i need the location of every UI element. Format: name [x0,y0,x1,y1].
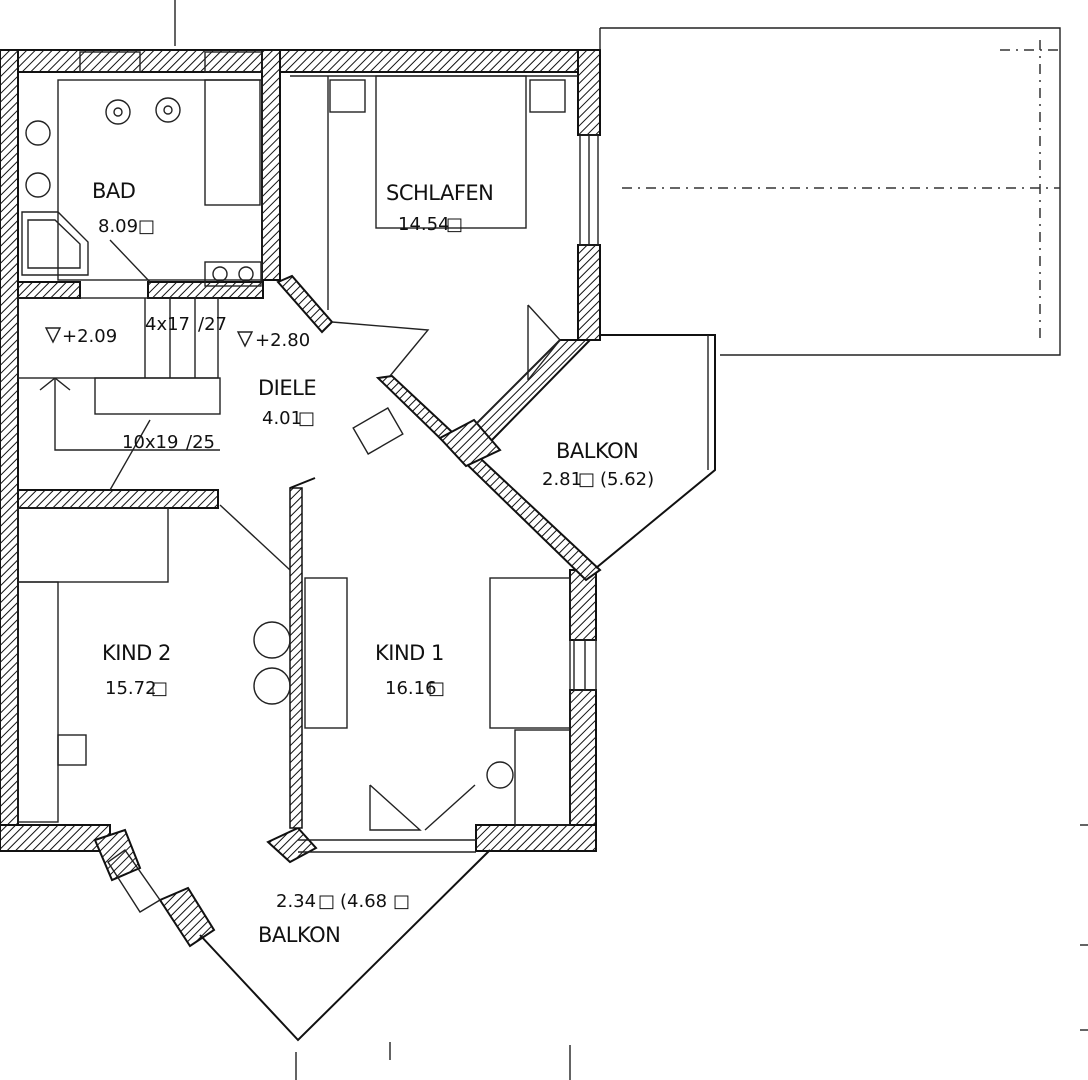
area-unit: □ [393,891,410,912]
room-name: KIND 1 [375,641,444,665]
room-name: DIELE [258,376,316,400]
stair-label-upper: 4x17 /27 [145,314,227,335]
room-area: 4.01 [262,408,302,429]
bedroom-furniture [290,75,578,381]
room-area: 15.72 [105,678,157,699]
roof-outline [174,0,1061,356]
room-label-kind2: KIND 2 15.72 □ [102,641,171,699]
room-area: 2.81 [542,469,582,490]
room-name: BAD [92,179,135,203]
room-area-full: (5.62) [600,469,654,490]
bottom-marks [295,824,1088,1080]
room-label-balkon-upper: BALKON 2.81 □ (5.62) [542,439,654,490]
balcony-upper [469,334,716,569]
room-name: KIND 2 [102,641,171,665]
stair-tail: /27 [198,314,227,335]
area-unit: □ [138,216,155,237]
stairs [17,297,291,571]
stair-count: 10x19 [122,432,178,453]
windows [107,134,599,913]
room-name: BALKON [258,923,340,947]
exterior-walls [0,49,602,948]
room-label-bad: BAD 8.09 □ [92,179,155,237]
room-label-kind1: KIND 1 16.16 □ [375,641,445,699]
room-name: BALKON [556,439,638,463]
room-label-diele: DIELE 4.01 □ [258,376,317,429]
level-value: +2.80 [255,330,310,351]
level-triangle-icon [44,327,62,344]
stair-tail: /25 [186,432,215,453]
level-value: +2.09 [62,326,117,347]
level-marker-right: +2.80 [236,330,310,351]
balcony-lower [199,839,491,1042]
partitions [79,51,316,829]
room-area-full: (4.68 [340,891,387,912]
kind2-furniture [17,507,291,823]
area-unit: □ [446,214,463,235]
room-name: SCHLAFEN [386,181,493,205]
area-unit: □ [578,469,595,490]
room-area: 16.16 [385,678,437,699]
stair-count: 4x17 [145,314,190,335]
area-unit: □ [318,891,335,912]
area-unit: □ [151,678,168,699]
area-unit: □ [428,678,445,699]
room-label-schlafen: SCHLAFEN 14.54 □ [386,181,494,235]
bath-fixtures [21,79,263,287]
level-triangle-icon [236,331,254,348]
room-area: 2.34 [276,891,316,912]
level-marker-left: +2.09 [44,326,117,347]
room-label-balkon-lower: 2.34 □ (4.68 □ BALKON [258,891,410,947]
stair-label-lower: 10x19 /25 [122,432,215,453]
area-unit: □ [298,408,315,429]
room-area: 14.54 [398,214,450,235]
room-area: 8.09 [98,216,138,237]
kind1-furniture [304,407,571,831]
